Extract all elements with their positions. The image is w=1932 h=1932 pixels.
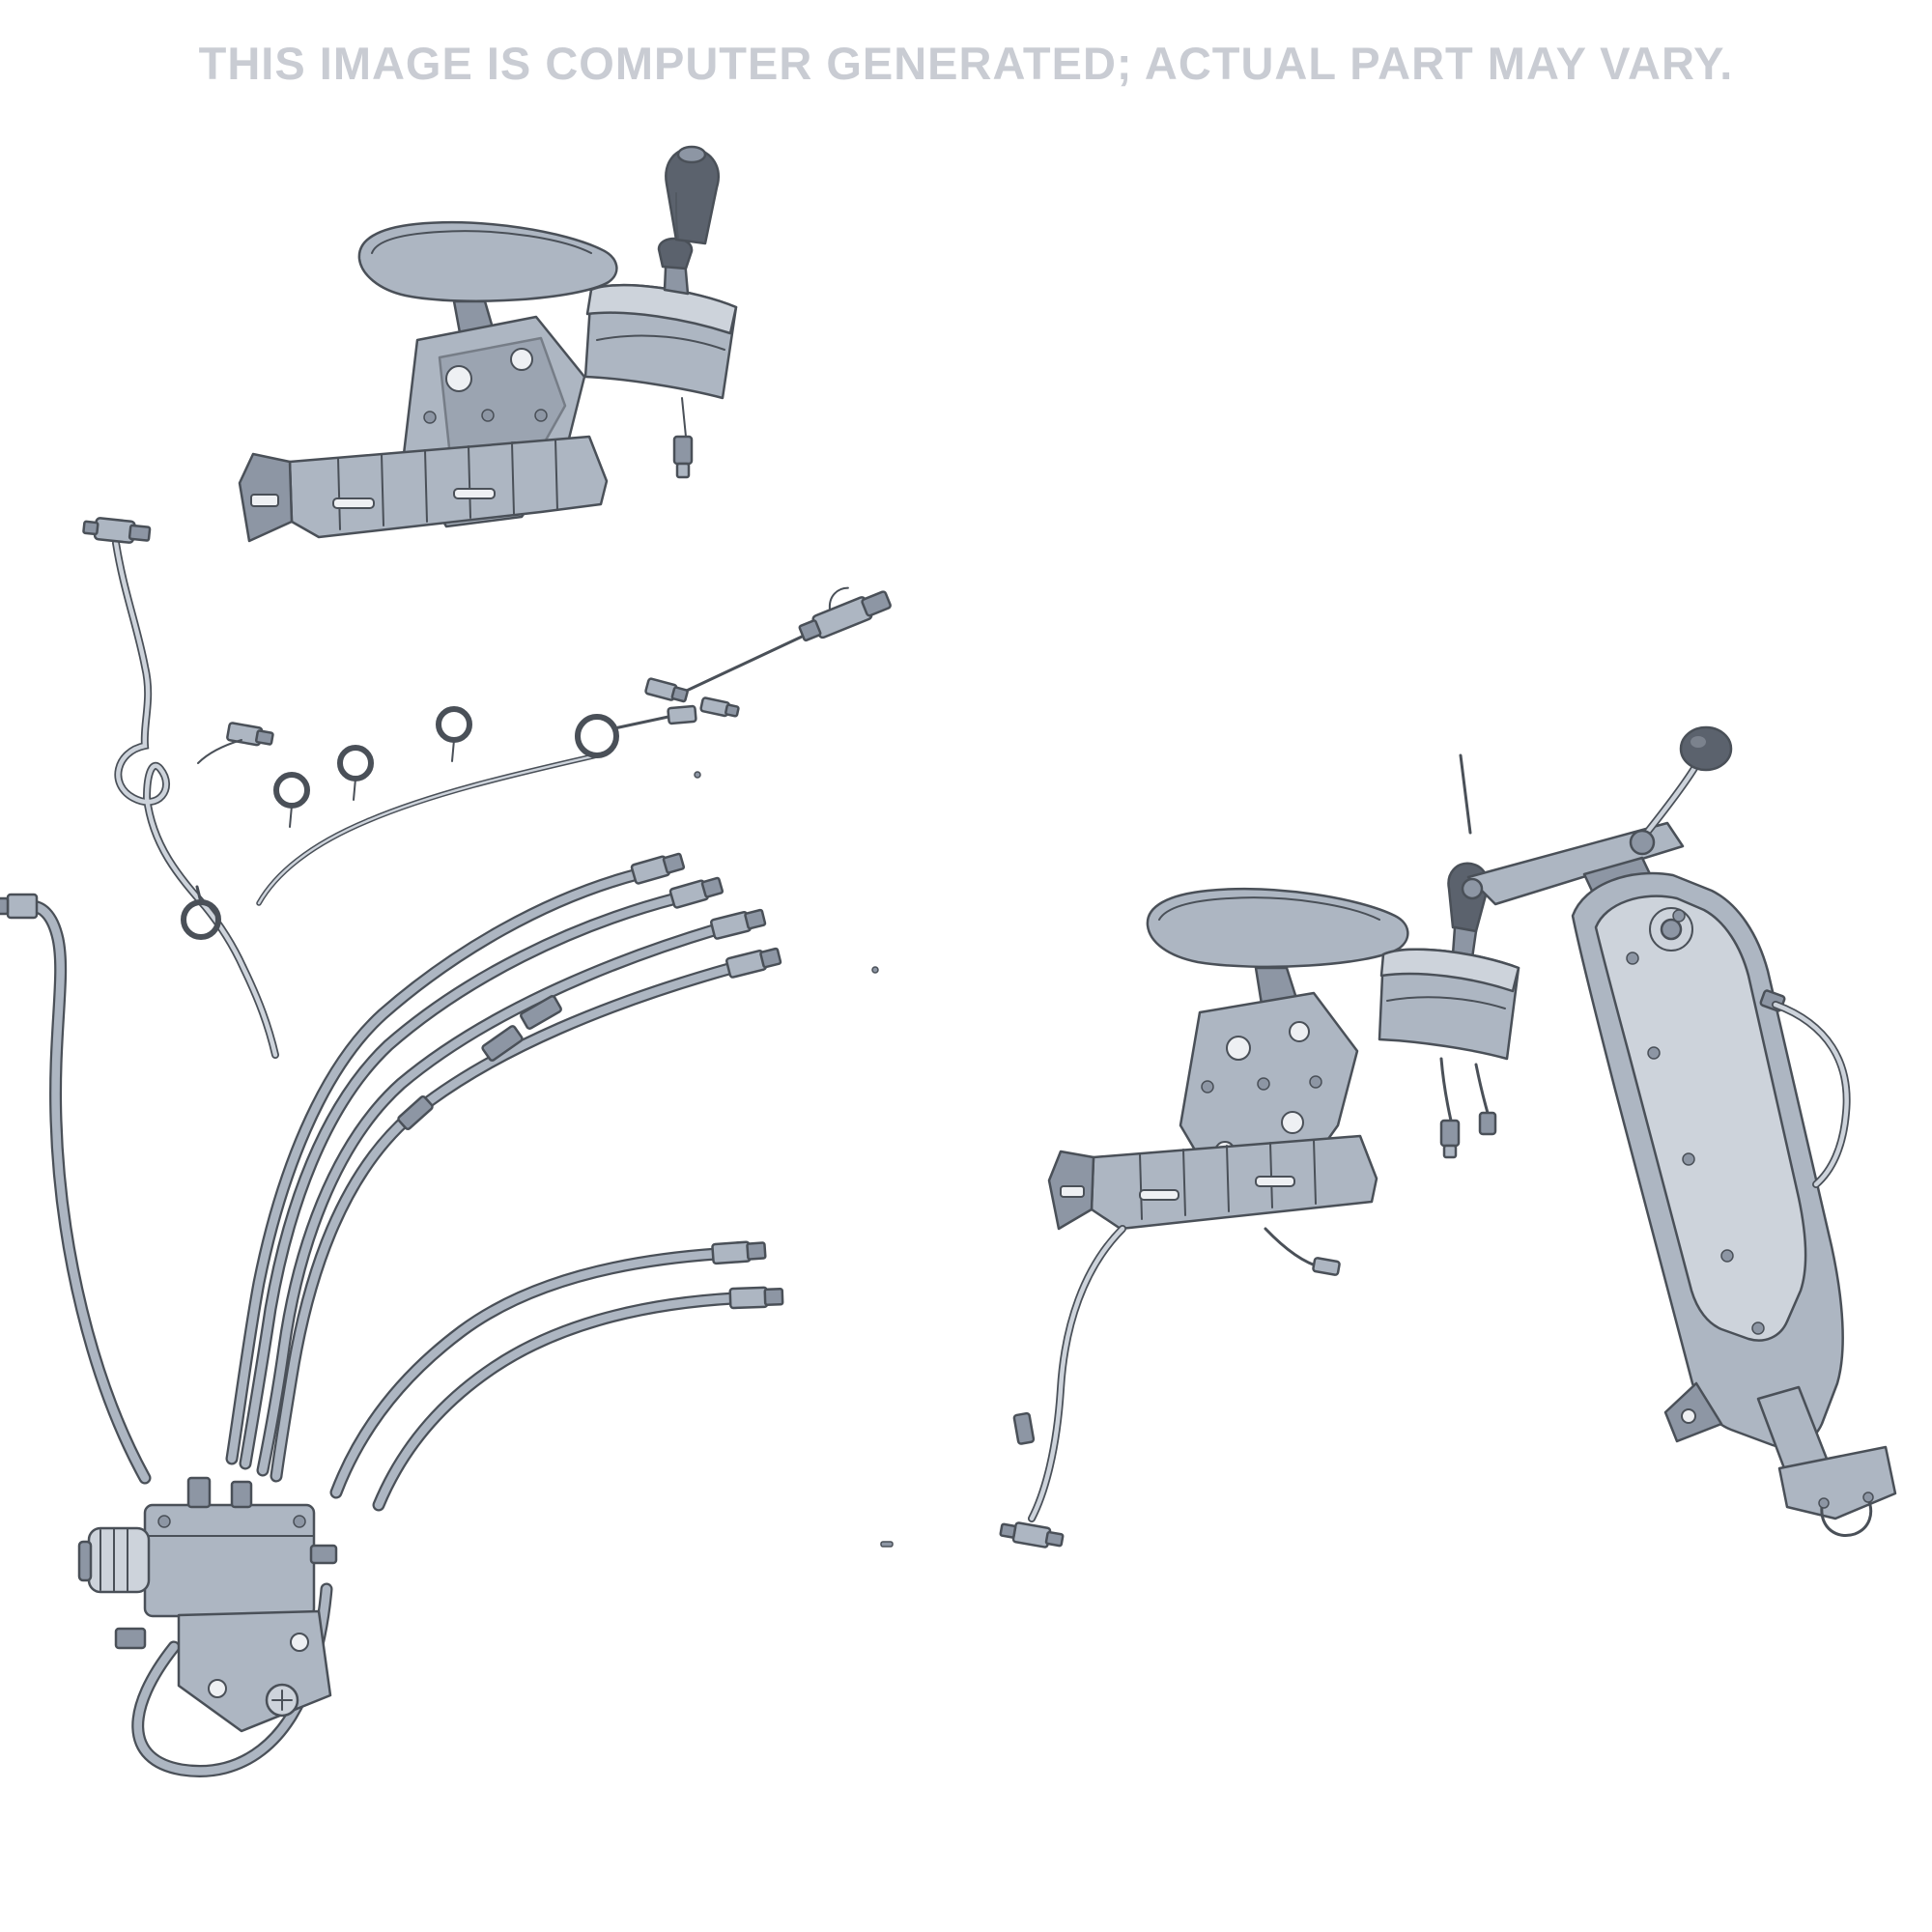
crossbar-end-cap bbox=[1461, 877, 1484, 900]
cable-clamp-ring bbox=[273, 772, 310, 809]
hose-coupler bbox=[520, 995, 562, 1030]
harness-connector-top bbox=[82, 517, 152, 544]
loose-pin bbox=[694, 771, 701, 779]
middle-cable-assembly bbox=[644, 586, 894, 1548]
joystick-box-top-face bbox=[585, 283, 738, 335]
valve-mount-bracket bbox=[177, 1609, 332, 1733]
base-mount-plate bbox=[1090, 1134, 1378, 1231]
column-cover-panel bbox=[1594, 895, 1807, 1342]
hose-fitting bbox=[710, 908, 767, 940]
pendant-connector bbox=[1439, 1119, 1461, 1148]
hose-fitting bbox=[728, 1286, 784, 1310]
cable-guide-ring bbox=[575, 714, 619, 758]
rod-end-connector bbox=[699, 696, 740, 718]
left-joystick-module bbox=[583, 145, 738, 479]
crossbar-panel bbox=[1466, 821, 1685, 906]
solenoid-cylinder bbox=[87, 1526, 151, 1594]
joystick-grip-cap bbox=[676, 145, 707, 164]
rod-end-connector bbox=[644, 677, 689, 703]
cable-clamp-ring bbox=[337, 745, 374, 781]
pendant-connector bbox=[1478, 1111, 1497, 1136]
indicator-rod bbox=[1459, 753, 1472, 835]
u-bolt-clamp bbox=[1820, 1497, 1873, 1537]
loose-pin bbox=[871, 966, 879, 974]
armrest-pad bbox=[357, 221, 618, 302]
lever-pivot bbox=[1629, 829, 1656, 856]
hose-coupler bbox=[397, 1094, 434, 1131]
hose-fitting bbox=[668, 876, 724, 909]
hydraulic-hose-bundle bbox=[0, 704, 784, 1772]
watermark-text: THIS IMAGE IS COMPUTER GENERATED; ACTUAL… bbox=[198, 38, 1734, 89]
solenoid-cap bbox=[77, 1540, 93, 1582]
joystick-pendant-connector bbox=[672, 435, 694, 466]
right-armrest-console-assembly bbox=[999, 888, 1409, 1548]
lever-knob bbox=[1679, 725, 1733, 772]
hose-fitting bbox=[711, 1240, 767, 1265]
loose-screw bbox=[880, 1541, 894, 1548]
valve-block-assembly bbox=[77, 1476, 338, 1733]
valve-port-fitting bbox=[230, 1480, 253, 1509]
control-rod bbox=[674, 628, 818, 697]
hose-fitting bbox=[1012, 1411, 1036, 1445]
inline-connector bbox=[667, 704, 697, 725]
rod-end-switch-cluster bbox=[798, 586, 892, 642]
inline-connector bbox=[1312, 1257, 1341, 1276]
armrest-pad bbox=[1146, 888, 1409, 969]
control-lever-column-assembly bbox=[1459, 725, 1897, 1537]
right-joystick-module bbox=[1378, 862, 1520, 1159]
armrest-pad-seam bbox=[371, 230, 592, 254]
harness-end-connector bbox=[999, 1521, 1065, 1548]
left-wiring-harness bbox=[82, 517, 275, 1055]
hose-fitting bbox=[630, 852, 686, 885]
joystick-box-top-face bbox=[1379, 948, 1520, 993]
harness-connector-mid bbox=[226, 722, 274, 747]
hose-coupler bbox=[481, 1025, 524, 1062]
valve-port-fitting bbox=[309, 1544, 338, 1565]
valve-port-fitting bbox=[186, 1476, 212, 1509]
cable-clamp-ring bbox=[436, 706, 472, 743]
valve-port-fitting bbox=[114, 1627, 147, 1650]
base-mount-plate bbox=[288, 435, 609, 539]
joystick-boot bbox=[657, 237, 694, 270]
left-armrest-console-assembly bbox=[238, 221, 618, 543]
hose-fitting-far-left bbox=[0, 893, 39, 920]
hose-fitting bbox=[725, 947, 782, 979]
